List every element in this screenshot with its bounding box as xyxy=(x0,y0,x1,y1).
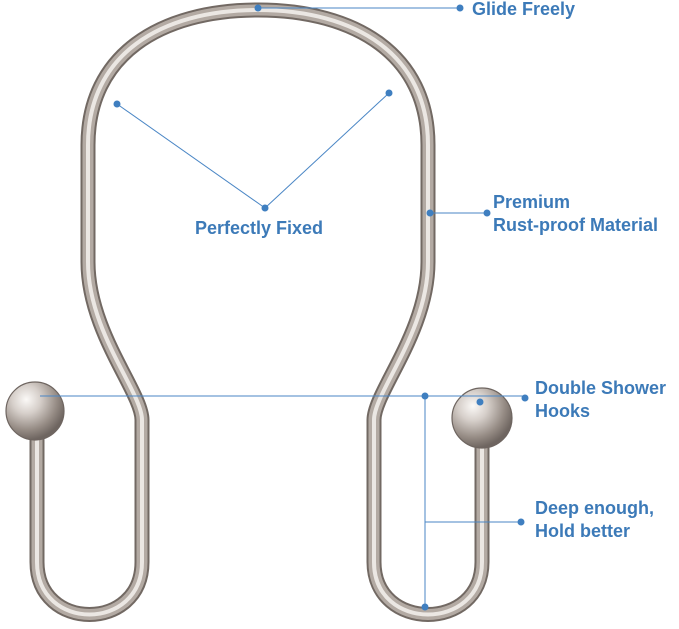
dot-hooks-ball xyxy=(476,398,484,406)
callout-double-hooks-line2: Hooks xyxy=(535,401,591,421)
callout-deep-line1: Deep enough, xyxy=(535,498,655,518)
dot-fixed-right xyxy=(385,89,393,97)
callout-perfectly-fixed: Perfectly Fixed xyxy=(195,217,323,240)
callout-deep-line2: Hold better xyxy=(535,521,631,541)
callout-double-hooks: Double Shower Hooks xyxy=(535,377,666,423)
callout-dots xyxy=(113,4,529,611)
dot-glide-end xyxy=(456,4,464,12)
dot-glide-start xyxy=(254,4,262,12)
leader-lines xyxy=(40,7,525,607)
dot-deep-end xyxy=(517,518,525,526)
dot-fixed-left xyxy=(113,100,121,108)
dot-hooks-end xyxy=(521,394,529,402)
callout-glide-freely-text: Glide Freely xyxy=(472,0,576,19)
callout-perfectly-fixed-text: Perfectly Fixed xyxy=(195,218,324,238)
callout-premium-line2: Rust-proof Material xyxy=(493,215,659,235)
callout-deep-enough: Deep enough, Hold better xyxy=(535,497,654,543)
callout-double-hooks-line1: Double Shower xyxy=(535,378,667,398)
callout-premium-line1: Premium xyxy=(493,192,571,212)
dot-premium-start xyxy=(426,209,434,217)
hook-wire xyxy=(29,2,490,622)
dot-premium-end xyxy=(483,209,491,217)
dot-fixed-center xyxy=(261,204,269,212)
dot-deep-bottom xyxy=(421,603,429,611)
left-ball-end-icon xyxy=(5,381,65,441)
callout-glide-freely: Glide Freely xyxy=(472,0,575,21)
dot-deep-top xyxy=(421,392,429,400)
right-ball-end-icon xyxy=(451,387,513,449)
callout-premium-material: Premium Rust-proof Material xyxy=(493,191,658,237)
